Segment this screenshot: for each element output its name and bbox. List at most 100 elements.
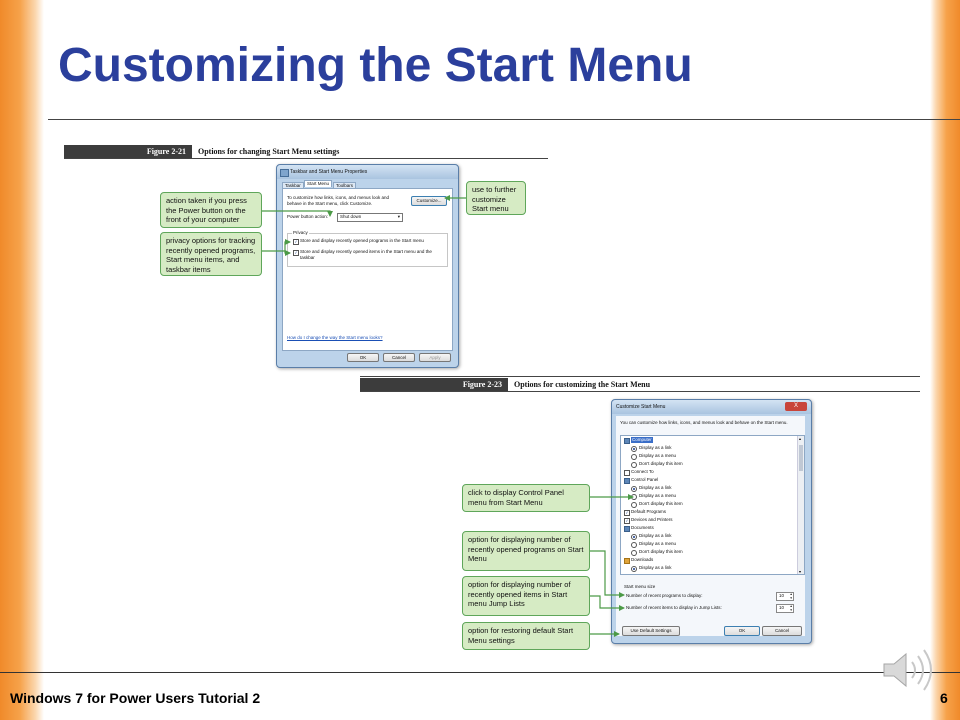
- figure-2-23-caption: Options for customizing the Start Menu: [514, 380, 651, 389]
- privacy-programs-checkbox[interactable]: ✓: [293, 239, 299, 245]
- default-programs-checkbox[interactable]: ✓: [624, 510, 630, 516]
- computer-link-label: Display as a link: [639, 445, 672, 450]
- list-item-downloads: Downloads: [631, 557, 654, 562]
- dropdown-arrow-icon: ▾: [397, 214, 400, 219]
- figure-2-21-header: Figure 2-21 Options for changing Start M…: [64, 145, 548, 158]
- slide-title: Customizing the Start Menu: [58, 39, 693, 92]
- computer-link-radio[interactable]: [631, 446, 637, 452]
- downloads-icon: [624, 558, 630, 564]
- tab-start-menu[interactable]: Start Menu: [304, 180, 333, 187]
- privacy-items-label: Store and display recently opened items …: [300, 249, 432, 260]
- window-title: Taskbar and Start Menu Properties: [290, 169, 368, 175]
- figure-2-23-label: Figure 2-23: [360, 378, 508, 391]
- computer-dont-label: Don't display this item: [639, 461, 683, 466]
- list-scrollbar[interactable]: ▴ ▾: [797, 436, 804, 574]
- window-titlebar: Customize Start Menu: [612, 400, 811, 414]
- figure-2-21-label: Figure 2-21: [64, 145, 192, 158]
- computer-menu-label: Display as a menu: [639, 453, 677, 458]
- start-menu-size-label: Start menu size: [624, 584, 656, 589]
- callout-recent-programs: option for displaying number of recently…: [462, 531, 590, 571]
- close-icon[interactable]: X: [785, 402, 807, 411]
- documents-dont-radio[interactable]: [631, 550, 637, 556]
- figure-2-21-caption: Options for changing Start Menu settings: [198, 147, 340, 156]
- page-number: 6: [940, 690, 948, 706]
- recent-programs-stepper[interactable]: 10 ▴▾: [776, 592, 794, 601]
- control-panel-menu-radio[interactable]: [631, 494, 637, 500]
- control-panel-dont-label: Don't display this item: [639, 501, 683, 506]
- privacy-items-checkbox[interactable]: ✓: [293, 250, 299, 256]
- title-divider: [48, 119, 960, 120]
- callout-privacy: privacy options for tracking recently op…: [160, 232, 262, 276]
- control-panel-link-radio[interactable]: [631, 486, 637, 492]
- documents-menu-radio[interactable]: [631, 542, 637, 548]
- control-panel-link-label: Display as a link: [639, 485, 672, 490]
- scroll-up-icon[interactable]: ▴: [799, 436, 802, 441]
- figure-2-23-header: Figure 2-23 Options for customizing the …: [360, 378, 920, 391]
- recent-items-stepper[interactable]: 10 ▴▾: [776, 604, 794, 613]
- privacy-group-label: Privacy: [292, 230, 309, 236]
- callout-power-button: action taken if you press the Power butt…: [160, 192, 262, 228]
- scroll-thumb[interactable]: [799, 445, 803, 471]
- start-menu-intro-text: To customize how links, icons, and menus…: [287, 195, 390, 206]
- documents-menu-label: Display as a menu: [639, 541, 677, 546]
- list-item-default-programs: Default Programs: [631, 509, 667, 514]
- documents-dont-label: Don't display this item: [639, 549, 683, 554]
- list-item-computer[interactable]: Computer: [631, 437, 653, 443]
- customize-intro-text: You can customize how links, icons, and …: [620, 420, 788, 425]
- control-panel-menu-label: Display as a menu: [639, 493, 677, 498]
- recent-programs-value: 10: [779, 593, 785, 598]
- window-title: Customize Start Menu: [616, 404, 666, 410]
- cancel-button[interactable]: Cancel: [383, 353, 415, 362]
- figure-2-23-rule-bottom: [360, 391, 920, 392]
- documents-icon: [624, 526, 630, 532]
- window-titlebar: Taskbar and Start Menu Properties: [277, 165, 458, 179]
- customize-start-menu-window: Customize Start Menu X You can customize…: [611, 399, 812, 644]
- right-orange-border: [930, 0, 960, 720]
- recent-programs-label: Number of recent programs to display:: [626, 593, 703, 598]
- callout-customize: use to further customize Start menu: [466, 181, 526, 215]
- list-item-devices-printers: Devices and Printers: [631, 517, 673, 522]
- privacy-programs-label: Store and display recently opened progra…: [300, 238, 424, 243]
- customize-button[interactable]: Customize...: [411, 196, 447, 206]
- computer-menu-radio[interactable]: [631, 454, 637, 460]
- downloads-link-radio[interactable]: [631, 566, 637, 572]
- start-menu-item-list[interactable]: ▴ ▾ Computer Display as a link Display a…: [620, 435, 805, 575]
- start-menu-tab-panel: To customize how links, icons, and menus…: [282, 188, 453, 351]
- footer-course-title: Windows 7 for Power Users Tutorial 2: [10, 690, 261, 706]
- ok-button[interactable]: OK: [724, 626, 760, 636]
- control-panel-dont-radio[interactable]: [631, 502, 637, 508]
- help-link[interactable]: How do I change the way the Start menu l…: [287, 335, 383, 340]
- documents-link-radio[interactable]: [631, 534, 637, 540]
- documents-link-label: Display as a link: [639, 533, 672, 538]
- figure-2-23-rule: [360, 376, 920, 377]
- computer-dont-radio[interactable]: [631, 462, 637, 468]
- use-default-settings-button[interactable]: Use Default Settings: [622, 626, 680, 636]
- devices-printers-checkbox[interactable]: ✓: [624, 518, 630, 524]
- cancel-button[interactable]: Cancel: [762, 626, 802, 636]
- figure-2-21-rule: [64, 158, 548, 159]
- callout-default-settings: option for restoring default Start Menu …: [462, 622, 590, 650]
- ok-button[interactable]: OK: [347, 353, 379, 362]
- speaker-icon[interactable]: [880, 646, 940, 694]
- connect-to-checkbox[interactable]: [624, 470, 630, 476]
- stepper-arrows-icon[interactable]: ▴▾: [790, 592, 792, 600]
- power-button-value: Shut down: [340, 214, 362, 219]
- scroll-down-icon[interactable]: ▾: [799, 569, 802, 574]
- callout-recent-items: option for displaying number of recently…: [462, 576, 590, 616]
- power-button-select[interactable]: Shut down ▾: [337, 213, 403, 222]
- list-item-documents: Documents: [631, 525, 654, 530]
- recent-items-label: Number of recent items to display in Jum…: [626, 605, 722, 610]
- downloads-link-label: Display as a link: [639, 565, 672, 570]
- footer-divider: [0, 672, 960, 673]
- list-item-control-panel: Control Panel: [631, 477, 659, 482]
- list-item-connect-to: Connect To: [631, 469, 654, 474]
- left-orange-border: [0, 0, 44, 720]
- apply-button: Apply: [419, 353, 451, 362]
- window-icon: [280, 169, 289, 177]
- taskbar-start-menu-properties-window: Taskbar and Start Menu Properties Taskba…: [276, 164, 459, 368]
- computer-icon: [624, 438, 630, 444]
- control-panel-icon: [624, 478, 630, 484]
- recent-items-value: 10: [779, 605, 785, 610]
- power-button-label: Power button action:: [287, 214, 329, 219]
- stepper-arrows-icon[interactable]: ▴▾: [790, 604, 792, 612]
